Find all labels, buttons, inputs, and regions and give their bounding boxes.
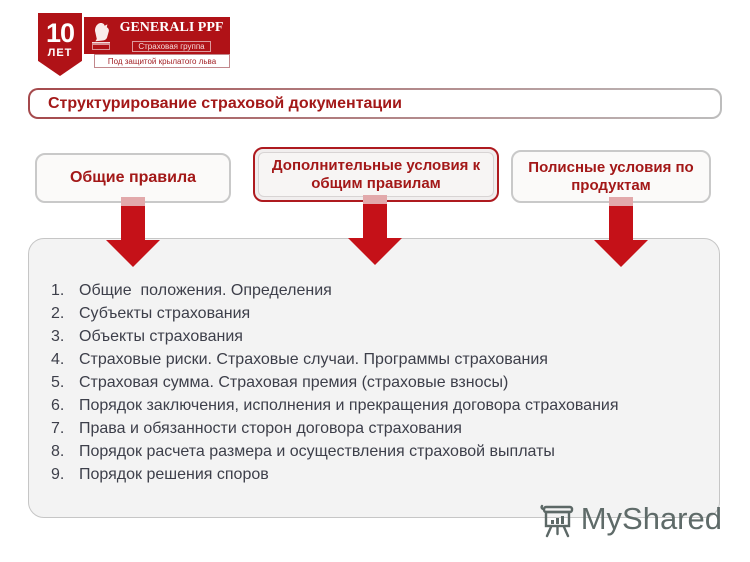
list-item: 2. Субъекты страхования (51, 306, 699, 322)
list-item: 8. Порядок расчета размера и осуществлен… (51, 444, 699, 460)
list-item-text: Страховая сумма. Страховая премия (страх… (79, 374, 509, 391)
list-item: 3. Объекты страхования (51, 329, 699, 345)
list-item-text: Порядок расчета размера и осуществления … (79, 443, 555, 460)
brand-text-block: GENERALI PPF Страховая группа (117, 18, 226, 54)
brand-name: GENERALI PPF (119, 19, 224, 35)
brand-subtitle: Страховая группа (132, 40, 211, 52)
list-item-text: Права и обязанности сторон договора стра… (79, 420, 462, 437)
myshared-watermark: MyShared (537, 501, 722, 550)
list-item-text: Общие положения. Определения (79, 282, 332, 299)
flow-box-label: Дополнительные условия к общим правилам (271, 156, 481, 192)
down-arrow-icon (106, 197, 160, 267)
list-item-number: 8. (51, 443, 65, 460)
list-item-number: 4. (51, 351, 65, 368)
anniversary-ribbon: 10 ЛЕТ (38, 13, 82, 76)
document-structure-panel: 1. Общие положения. Определения 2. Субъе… (28, 238, 720, 518)
arrow-head (594, 240, 648, 267)
list-item-number: 3. (51, 328, 65, 345)
list-item: 7. Права и обязанности сторон договора с… (51, 421, 699, 437)
slide-title: Структурирование страховой документации (48, 94, 402, 112)
flow-box-general-rules: Общие правила (35, 153, 231, 203)
arrow-head (106, 240, 160, 267)
flow-box-label: Общие правила (69, 169, 197, 186)
list-item-text: Субъекты страхования (79, 305, 251, 322)
list-item: 6. Порядок заключения, исполнения и прек… (51, 398, 699, 414)
document-structure-list: 1. Общие положения. Определения 2. Субъе… (29, 239, 719, 483)
flow-box-additional-conditions: Дополнительные условия к общим правилам (253, 147, 499, 202)
list-item-number: 6. (51, 397, 65, 414)
list-item-text: Объекты страхования (79, 328, 243, 345)
list-item-number: 2. (51, 305, 65, 322)
brand-logo: GENERALI PPF Страховая группа (84, 17, 230, 54)
list-item-number: 7. (51, 420, 65, 437)
arrow-head (348, 238, 402, 265)
list-item: 4. Страховые риски. Страховые случаи. Пр… (51, 352, 699, 368)
list-item: 5. Страховая сумма. Страховая премия (ст… (51, 375, 699, 391)
anniversary-label: ЛЕТ (47, 47, 73, 59)
flow-box-label: Полисные условия по продуктам (528, 158, 694, 194)
list-item-text: Порядок заключения, исполнения и прекращ… (79, 397, 619, 414)
list-item: 9. Порядок решения споров (51, 467, 699, 483)
arrow-shaft (121, 206, 145, 240)
arrow-shaft (363, 204, 387, 238)
slide-title-bar: Структурирование страховой документации (28, 88, 722, 119)
list-item-number: 9. (51, 466, 65, 483)
list-item: 1. Общие положения. Определения (51, 283, 699, 299)
anniversary-number: 10 (45, 18, 75, 48)
list-item-number: 1. (51, 282, 65, 299)
brand-tagline: Под защитой крылатого льва (94, 54, 230, 68)
slide-title-inner: Структурирование страховой документации (30, 90, 720, 117)
down-arrow-icon (594, 197, 648, 267)
list-item-text: Порядок решения споров (79, 466, 269, 483)
arrow-cap (609, 197, 633, 206)
down-arrow-icon (348, 195, 402, 265)
list-item-number: 5. (51, 374, 65, 391)
flow-box-inner: Дополнительные условия к общим правилам (258, 152, 494, 197)
list-item-text: Страховые риски. Страховые случаи. Прогр… (79, 351, 548, 368)
watermark-text: MyShared (580, 501, 722, 536)
arrow-shaft (609, 206, 633, 240)
arrow-cap (121, 197, 145, 206)
arrow-cap (363, 195, 387, 204)
projector-screen-icon (537, 503, 577, 550)
flow-box-policy-conditions: Полисные условия по продуктам (511, 150, 711, 203)
lion-crest-icon (88, 21, 114, 51)
